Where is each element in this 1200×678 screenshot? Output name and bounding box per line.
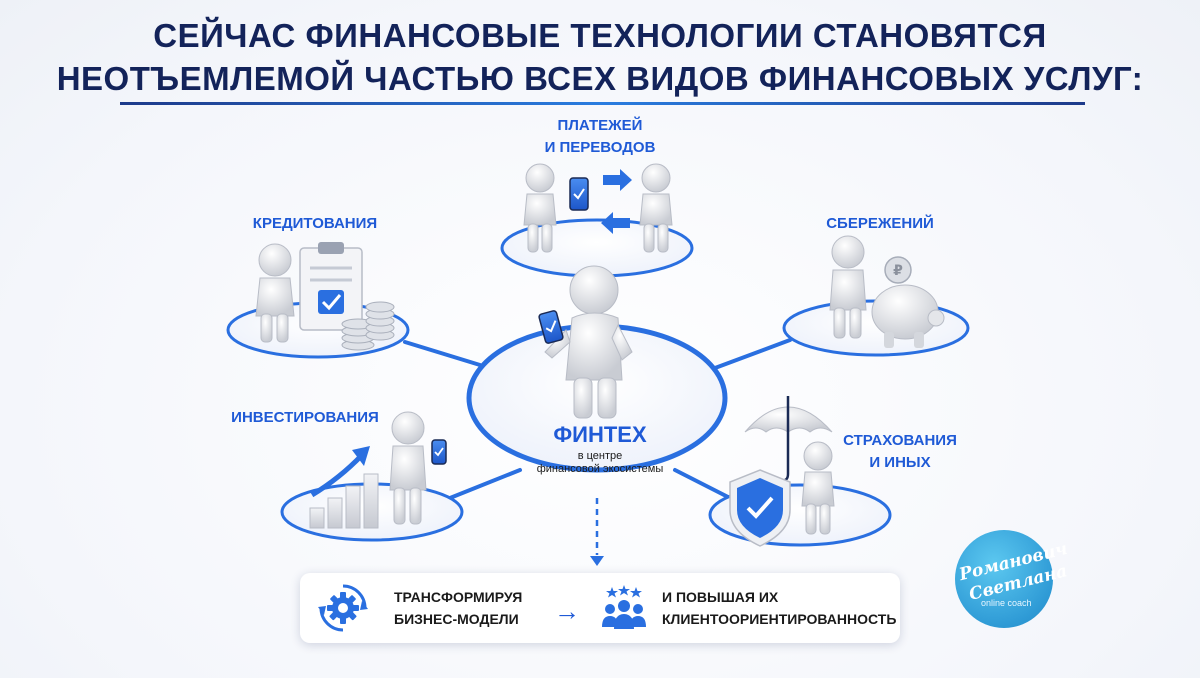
growth-chart-icon bbox=[309, 446, 379, 529]
transfer-arrows-icon bbox=[601, 169, 632, 234]
gear-icon bbox=[318, 584, 368, 632]
piggy-bank-icon: ₽ bbox=[871, 256, 945, 348]
bottom-left-line2: БИЗНЕС-МОДЕЛИ bbox=[394, 611, 519, 627]
credit-figure bbox=[255, 243, 295, 343]
label-payments: ПЛАТЕЖЕЙ И ПЕРЕВОДОВ bbox=[500, 115, 700, 159]
fintech-subtitle-1: в центре bbox=[577, 450, 623, 462]
logo-tagline: online coach bbox=[981, 598, 1032, 608]
smartphone-icon bbox=[538, 310, 564, 344]
coin-stack-icon bbox=[341, 301, 395, 351]
fintech-title: ФИНТЕХ bbox=[553, 422, 647, 447]
connector-credit bbox=[403, 340, 482, 367]
label-insurance-line2: И ИНЫХ bbox=[869, 454, 931, 471]
title-line-1: СЕЙЧАС ФИНАНСОВЫЕ ТЕХНОЛОГИИ СТАНОВЯТСЯ bbox=[153, 17, 1047, 54]
investing-phone-icon bbox=[431, 439, 447, 465]
people-stars-icon bbox=[602, 585, 646, 629]
center-figure bbox=[544, 265, 633, 419]
label-credit: КРЕДИТОВАНИЯ bbox=[252, 215, 378, 232]
label-investing: ИНВЕСТИРОВАНИЯ bbox=[231, 409, 379, 426]
title-line-2: НЕОТЪЕМЛЕМОЙ ЧАСТЬЮ ВСЕХ ВИДОВ ФИНАНСОВЫ… bbox=[56, 60, 1144, 97]
clipboard-check-icon bbox=[299, 242, 363, 331]
payments-phone-icon bbox=[569, 177, 589, 211]
dashed-arrow-head bbox=[590, 556, 604, 566]
label-insurance: СТРАХОВАНИЯ И ИНЫХ bbox=[840, 430, 960, 474]
svg-text:₽: ₽ bbox=[893, 263, 903, 279]
label-insurance-line1: СТРАХОВАНИЯ bbox=[843, 432, 957, 449]
insurance-figure bbox=[801, 441, 835, 535]
arrow-right-icon: → bbox=[554, 596, 580, 626]
bottom-right-line2: КЛИЕНТООРИЕНТИРОВАННОСТЬ bbox=[662, 611, 897, 627]
label-payments-line1: ПЛАТЕЖЕЙ bbox=[557, 117, 643, 134]
page-title: СЕЙЧАС ФИНАНСОВЫЕ ТЕХНОЛОГИИ СТАНОВЯТСЯ … bbox=[0, 14, 1200, 100]
coach-logo: Романович Светлана online coach bbox=[955, 530, 1069, 628]
label-payments-line2: И ПЕРЕВОДОВ bbox=[544, 139, 656, 156]
label-savings: СБЕРЕЖЕНИЙ bbox=[826, 215, 934, 232]
connector-insurance bbox=[673, 468, 732, 500]
bottom-left-line1: ТРАНСФОРМИРУЯ bbox=[394, 589, 523, 605]
bottom-right-line1: И ПОВЫШАЯ ИХ bbox=[662, 589, 779, 605]
payments-figures bbox=[523, 163, 673, 253]
fintech-subtitle-2: финансовой экосистемы bbox=[536, 463, 664, 475]
investing-figure bbox=[389, 411, 427, 525]
title-underline bbox=[120, 102, 1085, 105]
connector-savings bbox=[713, 338, 792, 370]
bottom-panel: ТРАНСФОРМИРУЯ БИЗНЕС-МОДЕЛИ И ПОВЫШАЯ ИХ… bbox=[300, 573, 900, 643]
savings-figure bbox=[829, 235, 867, 339]
bottom-right-text: И ПОВЫШАЯ ИХ КЛИЕНТООРИЕНТИРОВАННОСТЬ bbox=[662, 586, 896, 630]
connector-investing bbox=[443, 468, 522, 502]
shield-check-icon bbox=[729, 469, 791, 547]
bottom-left-text: ТРАНСФОРМИРУЯ БИЗНЕС-МОДЕЛИ bbox=[394, 586, 522, 630]
